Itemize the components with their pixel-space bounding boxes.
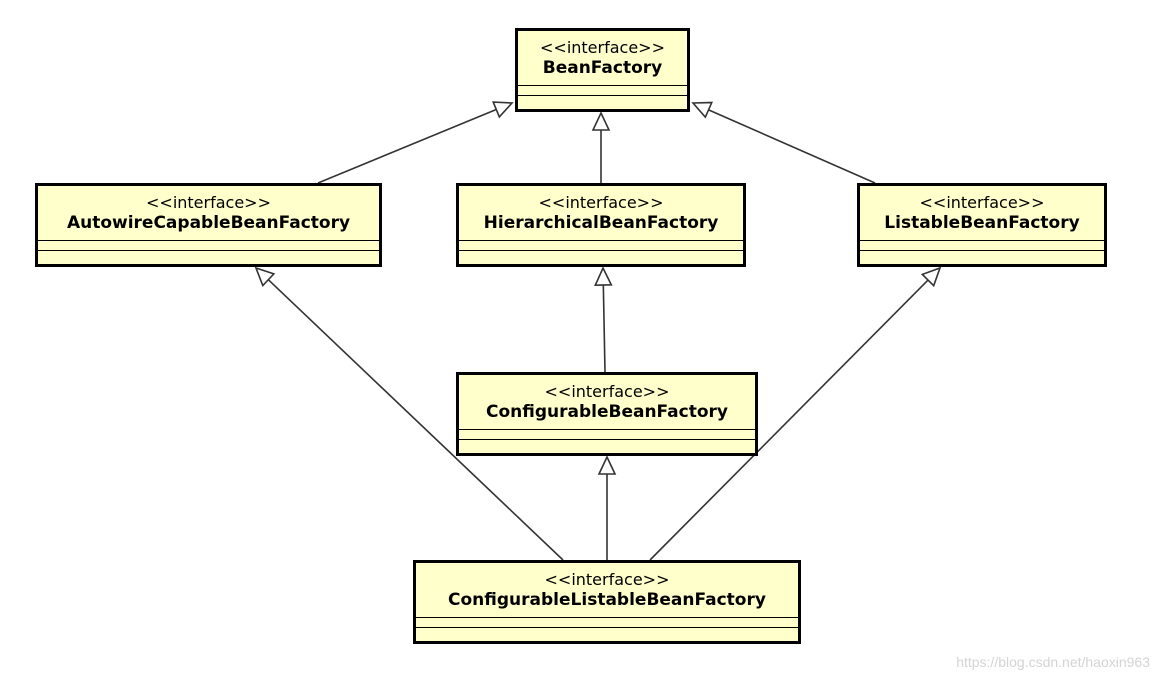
- hollow-triangle-arrowhead-icon: [920, 266, 942, 288]
- attributes-compartment: [518, 85, 687, 95]
- operations-compartment: [459, 439, 755, 449]
- interface-name: AutowireCapableBeanFactory: [66, 213, 351, 233]
- edge-line: [317, 108, 497, 184]
- stereotype-label: <<interface>>: [146, 193, 271, 212]
- interface-header: <<interface>> HierarchicalBeanFactory: [459, 186, 743, 240]
- generalization-arrow-configurable-listable-to-autowire-capable: [254, 266, 564, 561]
- interface-header: <<interface>> ConfigurableBeanFactory: [459, 375, 755, 429]
- stereotype-label: <<interface>>: [538, 193, 664, 212]
- stereotype-label: <<interface>>: [544, 382, 670, 401]
- generalization-arrow-listable-to-bean-factory: [691, 101, 876, 184]
- attributes-compartment: [860, 240, 1104, 250]
- stereotype-label: <<interface>>: [919, 193, 1045, 212]
- interface-header: <<interface>> BeanFactory: [518, 31, 687, 85]
- attributes-compartment: [459, 429, 755, 439]
- generalization-arrow-configurable-listable-to-configurable: [597, 455, 617, 560]
- interface-name: ConfigurableBeanFactory: [485, 402, 728, 422]
- generalization-arrow-autowire-capable-to-bean-factory: [317, 101, 514, 184]
- stereotype-label: <<interface>>: [544, 570, 670, 589]
- interface-name: BeanFactory: [542, 58, 663, 78]
- edge-line: [602, 284, 606, 373]
- interface-name: HierarchicalBeanFactory: [483, 213, 719, 233]
- hollow-triangle-arrowhead-icon: [591, 111, 611, 131]
- operations-compartment: [416, 627, 798, 637]
- interface-box-configurable-listable-bean-factory[interactable]: <<interface>> ConfigurableListableBeanFa…: [413, 560, 801, 644]
- attributes-compartment: [459, 240, 743, 250]
- edge-line: [708, 109, 876, 184]
- hollow-triangle-arrowhead-icon: [691, 101, 714, 119]
- hollow-triangle-arrowhead-icon: [594, 266, 613, 286]
- watermark-url: https://blog.csdn.net/haoxin963: [956, 654, 1150, 670]
- attributes-compartment: [416, 617, 798, 627]
- interface-box-bean-factory[interactable]: <<interface>> BeanFactory: [515, 28, 690, 112]
- operations-compartment: [38, 250, 379, 260]
- interface-header: <<interface>> ConfigurableListableBeanFa…: [416, 563, 798, 617]
- interface-box-autowire-capable-bean-factory[interactable]: <<interface>> AutowireCapableBeanFactory: [35, 183, 382, 267]
- interface-box-listable-bean-factory[interactable]: <<interface>> ListableBeanFactory: [857, 183, 1107, 267]
- generalization-arrow-configurable-listable-to-listable: [649, 266, 942, 561]
- interface-name: ConfigurableListableBeanFactory: [448, 590, 766, 610]
- interface-box-hierarchical-bean-factory[interactable]: <<interface>> HierarchicalBeanFactory: [456, 183, 746, 267]
- hollow-triangle-arrowhead-icon: [597, 455, 617, 475]
- interface-header: <<interface>> ListableBeanFactory: [860, 186, 1104, 240]
- stereotype-label: <<interface>>: [540, 38, 665, 57]
- generalization-arrow-configurable-to-hierarchical: [594, 266, 613, 373]
- hollow-triangle-arrowhead-icon: [254, 266, 276, 287]
- attributes-compartment: [38, 240, 379, 250]
- interface-box-configurable-bean-factory[interactable]: <<interface>> ConfigurableBeanFactory: [456, 372, 758, 456]
- operations-compartment: [518, 95, 687, 105]
- operations-compartment: [860, 250, 1104, 260]
- edge-line: [649, 279, 929, 561]
- generalization-arrow-hierarchical-to-bean-factory: [591, 111, 611, 183]
- hollow-triangle-arrowhead-icon: [492, 101, 514, 119]
- interface-header: <<interface>> AutowireCapableBeanFactory: [38, 186, 379, 240]
- interface-name: ListableBeanFactory: [884, 213, 1080, 233]
- operations-compartment: [459, 250, 743, 260]
- edge-line: [267, 279, 564, 561]
